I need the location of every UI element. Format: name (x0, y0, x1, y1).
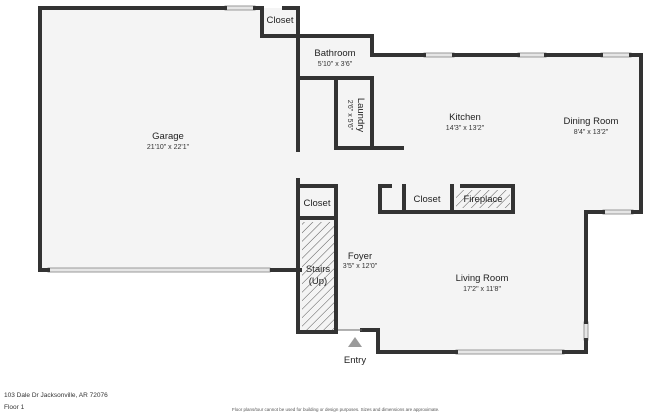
living-dims: 17'2" x 11'8" (463, 286, 501, 293)
entry-arrow-icon (348, 337, 362, 347)
laundry-dims: 2'6" x 5'6" (346, 100, 353, 131)
bathroom-name: Bathroom (314, 48, 355, 59)
stairs-hatch (302, 222, 334, 330)
garage-name: Garage (152, 131, 184, 142)
foyer-name: Foyer (348, 251, 372, 262)
kitchen-name: Kitchen (449, 112, 481, 123)
stairs-direction: (Up) (309, 276, 327, 287)
foyer-dims: 3'5" x 12'0" (343, 263, 378, 270)
disclaimer-text: Floor plans/tour cannot be used for buil… (232, 407, 440, 412)
room-labels: Garage 21'10" x 22'1" Closet Bathroom 5'… (147, 15, 619, 366)
floor-fills (40, 8, 641, 352)
closet-top-name: Closet (267, 15, 294, 26)
walls (38, 6, 643, 354)
bathroom-dims: 5'10" x 3'6" (318, 61, 353, 68)
laundry-name: Laundry (355, 98, 366, 133)
kitchen-dims: 14'3" x 13'2" (446, 125, 485, 132)
fireplace-name: Fireplace (463, 194, 502, 205)
fireplace-hearth (456, 190, 510, 208)
closet-mid-name: Closet (304, 198, 331, 209)
dining-name: Dining Room (564, 116, 619, 127)
entry-label: Entry (344, 355, 366, 366)
living-name: Living Room (456, 273, 509, 284)
dining-dims: 8'4" x 13'2" (574, 129, 609, 136)
property-address: 103 Dale Dr Jacksonville, AR 72076 (4, 392, 108, 399)
closet-living-name: Closet (414, 194, 441, 205)
stairs-name: Stairs (306, 264, 331, 275)
garage-dims: 21'10" x 22'1" (147, 144, 190, 151)
floor-label: Floor 1 (4, 404, 25, 411)
